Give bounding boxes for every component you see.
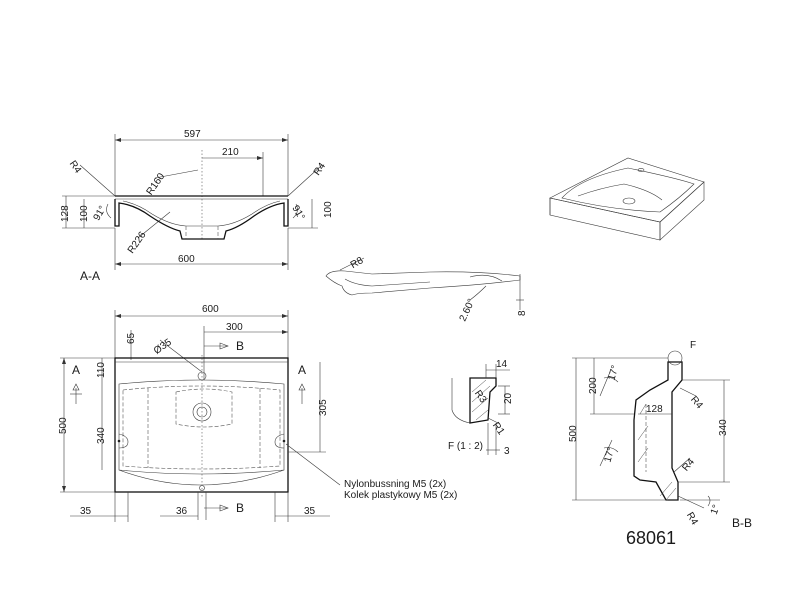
section-mark-a-right: A [298,363,306,377]
detail-f-view: 14 20 R3 R1 3 F (1 : 2) [448,359,514,457]
dim-100-left: 100 [79,205,90,222]
detail-f-label: F (1 : 2) [448,441,483,452]
dim-500-bb: 500 [568,425,579,442]
section-bb-label: B-B [732,516,752,530]
dim-340-plan: 340 [96,427,107,444]
section-mark-b-bottom: B [236,501,244,515]
dim-r4-mid-bb: R4 [680,456,697,473]
dim-110: 110 [96,362,107,378]
part-number: 68061 [626,528,676,548]
dim-1-deg: 1° [709,503,723,516]
dim-r226: R226 [126,229,149,255]
dim-3: 3 [504,446,510,457]
dim-r4-top-bb: R4 [688,394,705,411]
dim-305: 305 [318,399,329,416]
section-aa-view: 597 210 R4 R4 R160 R226 91° 91° 128 [60,129,334,283]
dim-14: 14 [496,359,508,370]
note-kolek-plastykowy: Kolek plastykowy M5 (2x) [344,490,457,501]
detail-f-marker: F [690,340,696,351]
dim-angle-right: 91° [289,204,306,223]
dim-17-bottom: 17° [603,446,618,463]
dim-r4-left: R4 [67,159,84,176]
dim-r4-right: R4 [312,161,329,178]
side-profile-view: R8 8 2.60° [325,255,528,323]
isometric-basin-view [549,157,705,241]
dim-8-profile: 8 [517,310,528,316]
dim-r160: R160 [145,171,168,197]
section-mark-a-left: A [72,363,80,377]
dim-2-60-angle: 2.60° [458,297,478,323]
dim-600-aa: 600 [178,254,195,265]
dim-100-right: 100 [323,201,334,218]
dim-36: 36 [176,506,188,517]
dim-r1: R1 [490,420,507,437]
plan-view: 600 300 65 Ø35 A A [58,304,457,522]
dim-65: 65 [126,332,137,344]
section-aa-label: A-A [80,269,100,283]
dim-angle-left: 91° [92,204,109,223]
note-nylonbussning: Nylonbussning M5 (2x) [344,479,446,490]
dim-340-bb: 340 [718,419,729,436]
dim-35-right: 35 [304,506,316,517]
dim-dia35: Ø35 [152,337,174,357]
dim-20: 20 [503,392,514,404]
section-mark-b-top: B [236,339,244,353]
dim-128: 128 [60,205,71,222]
dim-r8: R8 [349,255,366,271]
dim-600-plan: 600 [202,304,219,315]
section-bb-view: F 500 200 17° 17° 128 340 R4 [568,340,752,530]
dim-210: 210 [222,147,239,158]
dim-300: 300 [226,322,243,333]
dim-17-top: 17° [607,364,622,381]
dim-r3: R3 [472,388,489,405]
dim-597: 597 [184,129,201,140]
dim-500-plan: 500 [58,417,69,434]
dim-128-bb: 128 [646,404,663,415]
dim-200: 200 [588,377,599,394]
dim-r4-bottom-bb: R4 [684,511,700,528]
dim-35-left: 35 [80,506,92,517]
